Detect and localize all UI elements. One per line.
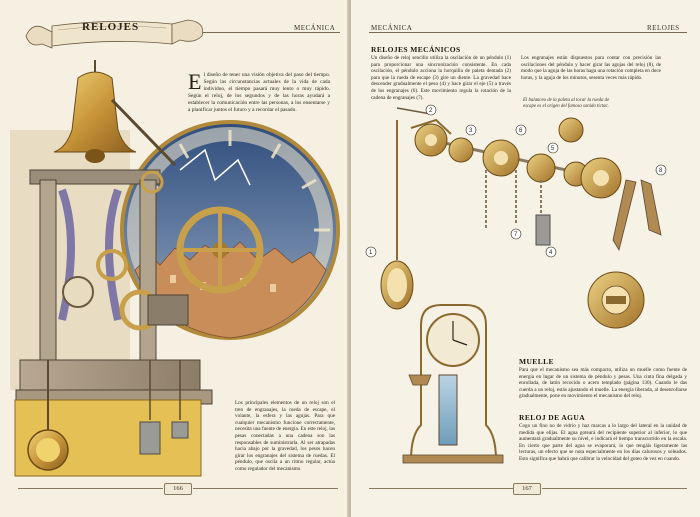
callout-markers: 1 2 3 4 5 6 7 8 <box>365 104 667 258</box>
right-page: MECÁNICA RELOJES RELOJES MECÁNICOS Un di… <box>351 0 700 517</box>
folio-rule-left <box>18 488 163 489</box>
title-banner <box>25 19 204 49</box>
svg-text:5: 5 <box>551 146 555 152</box>
svg-text:4: 4 <box>549 250 553 256</box>
heading-mechanical-clocks: RELOJES MECÁNICOS <box>371 45 461 54</box>
folio-rule-right-r <box>542 488 687 489</box>
left-page: MECÁNICA RELOJES E l diseño de tener una… <box>0 0 349 517</box>
gear-train-diagram: 1 2 3 4 5 6 7 8 <box>365 104 667 329</box>
running-head-rule <box>200 32 340 33</box>
heading-water-clock: RELOJ DE AGUA <box>519 413 586 422</box>
svg-text:8: 8 <box>659 168 663 174</box>
mechanism-paragraph: Los principales elementos de un reloj so… <box>235 400 335 472</box>
large-gear <box>176 206 264 294</box>
running-head-left: MECÁNICA <box>371 24 413 32</box>
folio-rule-right <box>193 488 338 489</box>
mechanical-clocks-text: Un diseño de reloj sencillo utiliza la o… <box>371 55 511 101</box>
water-clock-text: Cogo un fino no de vidrio y haz marcas a… <box>519 423 687 462</box>
intro-text: l diseño de tener una visión objetiva de… <box>188 72 330 113</box>
running-head-rule-right <box>369 32 687 33</box>
page-number-right: 167 <box>513 483 541 495</box>
bell <box>53 60 137 163</box>
book-gutter <box>347 0 353 517</box>
spring-text: Para que el mecanismo sea más compacto, … <box>519 367 687 400</box>
drop-cap: E <box>188 69 202 94</box>
clock-tower-illustration <box>10 60 340 477</box>
running-head: MECÁNICA <box>294 24 336 32</box>
svg-text:7: 7 <box>514 232 518 238</box>
svg-text:1: 1 <box>369 250 373 256</box>
svg-text:3: 3 <box>469 128 473 134</box>
clock-mechanism <box>29 169 189 391</box>
page-title: RELOJES <box>82 21 140 33</box>
tick-tock-caption: El balanceo de la paleta al tocar la rue… <box>523 98 610 109</box>
heading-spring: MUELLE <box>519 357 554 366</box>
svg-text:2: 2 <box>429 108 433 114</box>
running-head-right: RELOJES <box>647 24 680 32</box>
intro-paragraph: E l diseño de tener una visión objetiva … <box>188 69 330 114</box>
gear-counting-text: Los engranajes están dispuestos para con… <box>521 55 661 81</box>
page-number: 166 <box>164 483 192 495</box>
folio-rule-left-r <box>369 488 514 489</box>
svg-text:6: 6 <box>519 128 523 134</box>
water-clock-illustration <box>402 304 504 464</box>
